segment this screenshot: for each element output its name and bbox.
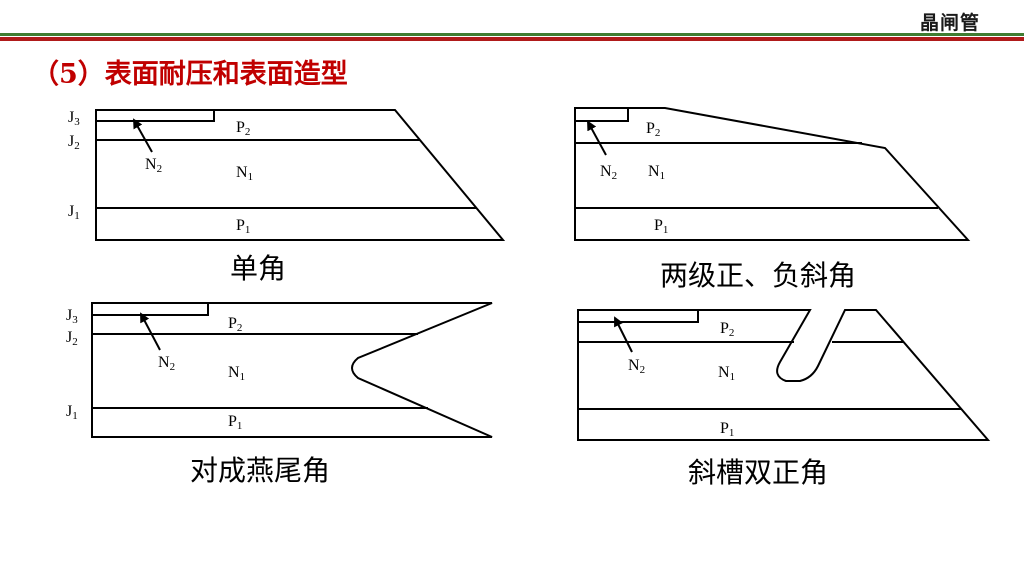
n2-label: N: [600, 163, 612, 180]
p1-label: P: [236, 217, 245, 234]
p2-label: P: [236, 119, 245, 136]
svg-text:P1: P1: [720, 420, 734, 439]
n1-label: N: [648, 163, 660, 180]
p1-label: P: [228, 413, 237, 430]
p2-label: P: [228, 315, 237, 332]
j2-label: J: [68, 133, 74, 150]
svg-text:P2: P2: [646, 120, 660, 139]
svg-text:J3: J3: [68, 109, 80, 128]
svg-text:N2: N2: [600, 163, 617, 182]
j2-label: J: [66, 329, 72, 346]
j1-label: J: [68, 203, 74, 220]
svg-text:J2: J2: [68, 133, 80, 152]
p1-label: P: [654, 217, 663, 234]
n1-label: N: [236, 164, 248, 181]
svg-text:N1: N1: [228, 364, 245, 383]
logo: 晶闸管: [919, 12, 980, 34]
svg-text:N1: N1: [236, 164, 253, 183]
j3-label: J: [68, 109, 74, 126]
caption-single-bevel: 单角: [230, 252, 286, 285]
n2-label: N: [158, 354, 170, 371]
svg-text:N2: N2: [145, 156, 162, 175]
svg-text:N1: N1: [718, 364, 735, 383]
svg-text:P1: P1: [654, 217, 668, 236]
svg-text:J1: J1: [66, 403, 78, 422]
p2-label: P: [646, 120, 655, 137]
n2-label: N: [145, 156, 157, 173]
svg-text:P1: P1: [236, 217, 250, 236]
caption-dovetail-bevel: 对成燕尾角: [190, 454, 330, 487]
n1-label: N: [228, 364, 240, 381]
diagram-groove-bevel: P2 N2 N1 P1 斜槽双正角: [577, 309, 991, 489]
svg-text:J2: J2: [66, 329, 78, 348]
svg-text:J3: J3: [66, 307, 78, 326]
diagram-double-bevel: P2 N2 N1 P1 两级正、负斜角: [574, 107, 971, 292]
j1-label: J: [66, 403, 72, 420]
caption-double-bevel: 两级正、负斜角: [660, 259, 856, 292]
svg-text:J1: J1: [68, 203, 80, 222]
diagram-dovetail-bevel: J3 J2 J1 P2 N2 N1 P1 对成燕尾角: [66, 302, 493, 487]
page-title: （5）表面耐压和表面造型: [32, 59, 348, 90]
diagram-single-bevel: J3 J2 J1 P2 N2 N1 P1 单角: [68, 109, 506, 285]
n2-label: N: [628, 357, 640, 374]
caption-groove-bevel: 斜槽双正角: [688, 456, 828, 489]
header-rule-green: [0, 33, 1024, 36]
svg-text:P2: P2: [228, 315, 242, 334]
svg-text:P1: P1: [228, 413, 242, 432]
header-rule-red: [0, 37, 1024, 41]
svg-text:P2: P2: [236, 119, 250, 138]
p2-label: P: [720, 320, 729, 337]
p1-label: P: [720, 420, 729, 437]
svg-text:N2: N2: [628, 357, 645, 376]
svg-text:N2: N2: [158, 354, 175, 373]
j3-label: J: [66, 307, 72, 324]
n1-label: N: [718, 364, 730, 381]
svg-text:P2: P2: [720, 320, 734, 339]
svg-text:N1: N1: [648, 163, 665, 182]
